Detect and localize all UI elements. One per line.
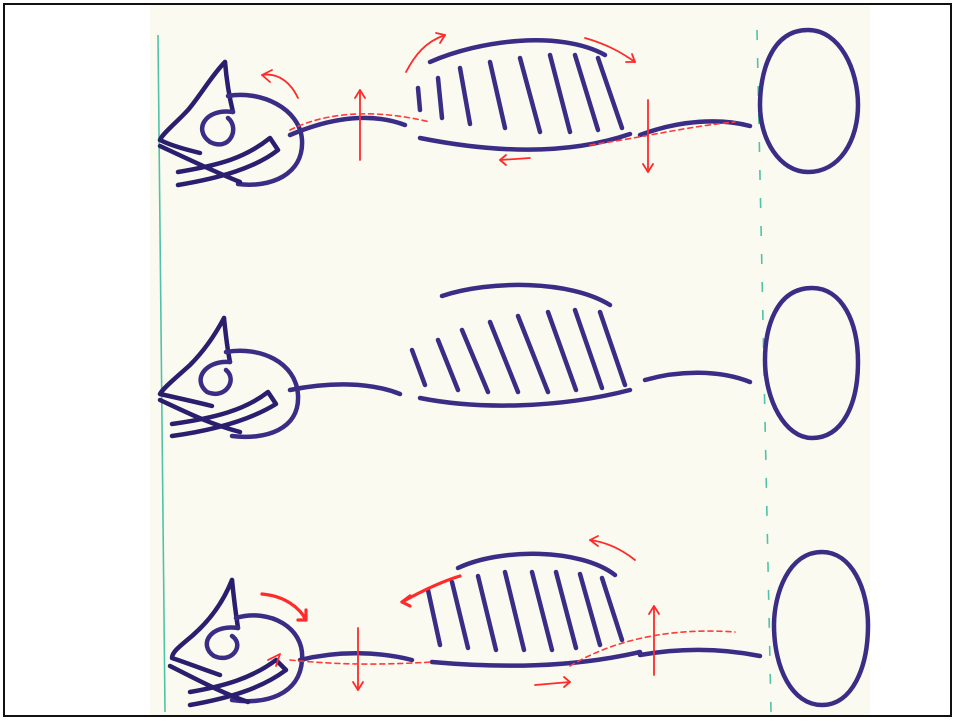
slide-frame [3,3,952,717]
